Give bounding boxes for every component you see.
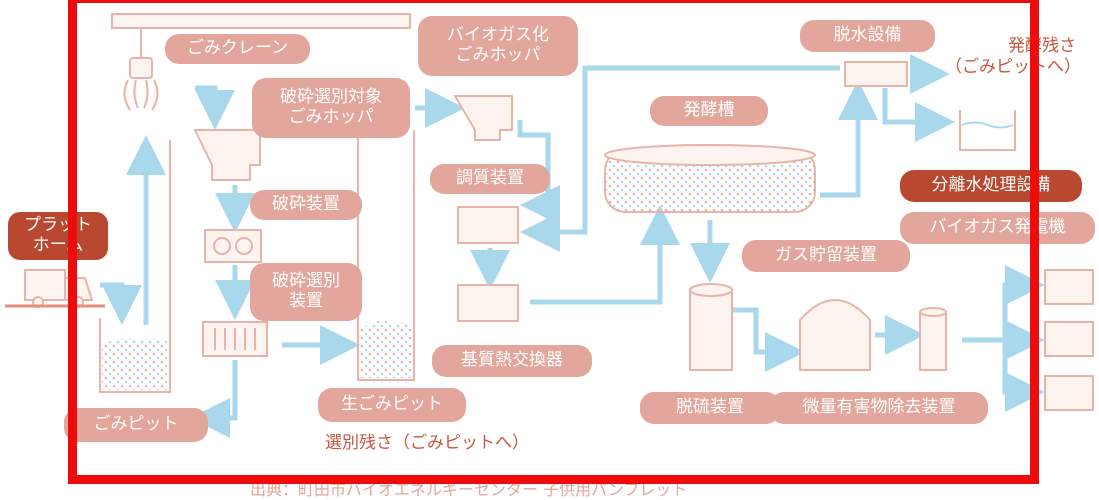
garbage-pit-tank <box>99 140 171 393</box>
source-caption: 出典：町田市バイオエネルギーセンター 子供用パンフレット <box>250 480 688 499</box>
label-trace-removal: 微量有害物除去装置 <box>770 392 988 424</box>
label-separated-water: 分離水処理設備 <box>900 170 1082 202</box>
label-garbage-crane: ごみクレーン <box>165 34 310 64</box>
label-crush-sort-hopper-line1: 破砕選別対象 <box>280 87 382 108</box>
label-fermentation-residue-line2: （ごみピットへ） <box>945 57 1081 78</box>
garbage-truck-icon <box>24 269 94 308</box>
label-raw-garbage-pit: 生ごみピット <box>318 388 466 422</box>
label-crush-sorter-line2: 装置 <box>289 291 323 311</box>
separated-water-tank <box>959 110 1016 151</box>
label-garbage-pit: ごみピット <box>64 408 208 442</box>
label-crush-sorter: 破砕選別 装置 <box>250 263 362 321</box>
raw-garbage-pit-tank <box>357 130 415 381</box>
crush-sorter-shape <box>202 321 268 357</box>
generator-boxes <box>1044 269 1094 411</box>
biogas-hopper-shape <box>453 95 513 141</box>
label-crush-sorter-line1: 破砕選別 <box>272 271 340 292</box>
label-platform-line1: プラット <box>24 215 92 236</box>
label-crusher: 破砕装置 <box>250 190 362 220</box>
label-crush-sort-hopper-line2: ごみホッパ <box>288 107 374 127</box>
label-biogas-hopper-line1: バイオガス化 <box>447 25 549 46</box>
label-desulfurization: 脱硫装置 <box>640 392 780 424</box>
label-fermentation-residue-line1: 発酵残さ <box>1008 36 1076 56</box>
label-conditioner: 調質装置 <box>430 164 550 194</box>
fermentation-tank-shape <box>604 144 816 213</box>
label-biogas-hopper-line2: ごみホッパ <box>455 45 541 65</box>
label-biogas-hopper: バイオガス化 ごみホッパ <box>418 16 578 76</box>
label-biogas-generator: バイオガス発電機 <box>900 212 1095 244</box>
dehydration-box <box>844 61 908 87</box>
label-crush-sort-hopper: 破砕選別対象 ごみホッパ <box>252 78 410 138</box>
label-platform-line2: ホーム <box>32 235 84 255</box>
crusher-gear-icon <box>204 229 262 263</box>
label-fermentation-residue: 発酵残さ （ごみピットへ） <box>945 36 1081 79</box>
flow-arrows <box>100 54 1045 438</box>
desulfurization-cylinder <box>689 283 733 371</box>
crane-rail <box>111 13 411 60</box>
label-gas-storage: ガス貯留装置 <box>742 240 910 272</box>
label-sorting-residue: 選別残さ（ごみピットへ） <box>325 433 529 453</box>
crush-sort-hopper-shape <box>193 129 261 181</box>
conditioner-box <box>457 206 519 244</box>
label-substrate-heat-exchanger: 基質熱交換器 <box>432 345 592 377</box>
label-fermentation-tank: 発酵槽 <box>650 96 768 126</box>
trace-removal-cylinder <box>919 307 947 371</box>
label-dehydration: 脱水設備 <box>800 20 935 52</box>
gas-storage-dome <box>799 299 871 371</box>
crane-grab-icon <box>123 57 159 111</box>
heat-exchanger-box <box>457 284 519 322</box>
label-platform: プラット ホーム <box>8 212 108 260</box>
